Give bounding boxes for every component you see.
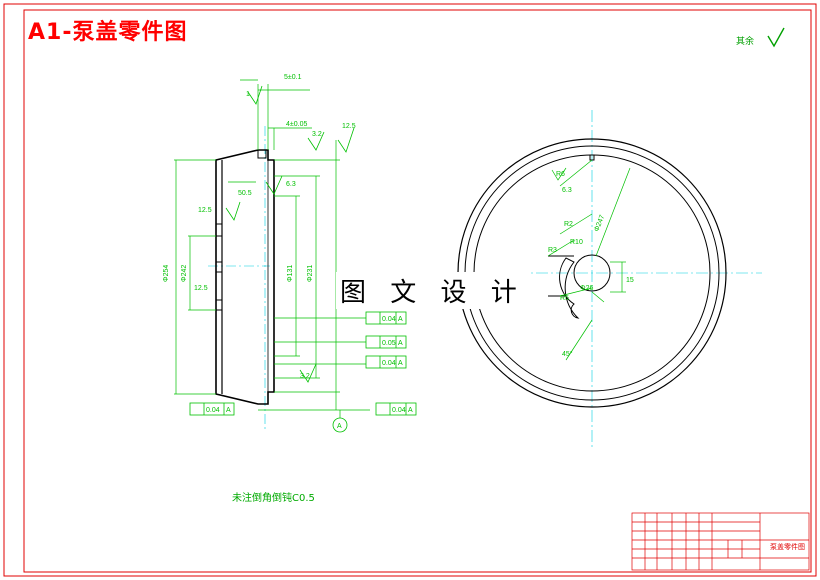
datum-label: A [337,423,342,430]
plan-r5: R5 [560,295,569,302]
dim-dia-bore: Φ242 [181,265,188,282]
datum-box-5: A [408,407,413,414]
title-block-label: 泵盖零件图 [770,543,805,551]
plan-r4: R10 [570,239,583,246]
section-view [174,79,417,433]
technical-note: 未注倒角倒钝C0.5 [232,493,315,504]
dim-ra-side: 6.3 [286,181,296,188]
watermark: 图 文 设 计 [336,272,529,309]
dim-dia-131: Φ131 [287,265,294,282]
inner-frame [23,9,812,573]
runout-3: 0.04 [382,360,396,367]
drawing-title: A1-泵盖零件图 [28,20,188,45]
title-block [631,512,810,571]
runout-2: 0.05 [382,340,396,347]
dim-ra-low: 12.5 [194,285,208,292]
dim-groove-width: 4±0.05 [286,121,307,128]
dim-ra-bottom: 3.2 [300,373,310,380]
datum-box-2: A [398,340,403,347]
dim-dia-231: Φ231 [307,265,314,282]
plan-r1: R6 [556,171,565,178]
runout-bottom-right: 0.04 [392,407,406,414]
dim-ra-top: 3.2 [312,131,322,138]
dim-dia-outer: Φ254 [163,265,170,282]
dim-ra-right: 12.5 [342,123,356,130]
plan-r2: R2 [564,221,573,228]
dim-slot: 50.5 [238,190,252,197]
dim-chamfer-1: 1 [246,91,250,98]
runout-1: 0.04 [382,316,396,323]
plan-dia2: Φ26 [580,285,593,292]
dim-ra-mid: 12.5 [198,207,212,214]
plan-r3: R3 [548,247,557,254]
datum-box-1: A [398,316,403,323]
outer-frame [3,3,817,577]
plan-h: 15 [626,277,634,284]
plan-dia: Φ247 [593,214,606,233]
roughness-check-icon [767,27,785,48]
datum-box-4: A [226,407,231,414]
plan-ra: 6.3 [562,187,572,194]
roughness-label: 其余 [736,37,755,47]
plan-angle: 45° [562,350,573,358]
dim-top-width: 5±0.1 [284,74,302,81]
runout-bottom-left: 0.04 [206,407,220,414]
datum-box-3: A [398,360,403,367]
